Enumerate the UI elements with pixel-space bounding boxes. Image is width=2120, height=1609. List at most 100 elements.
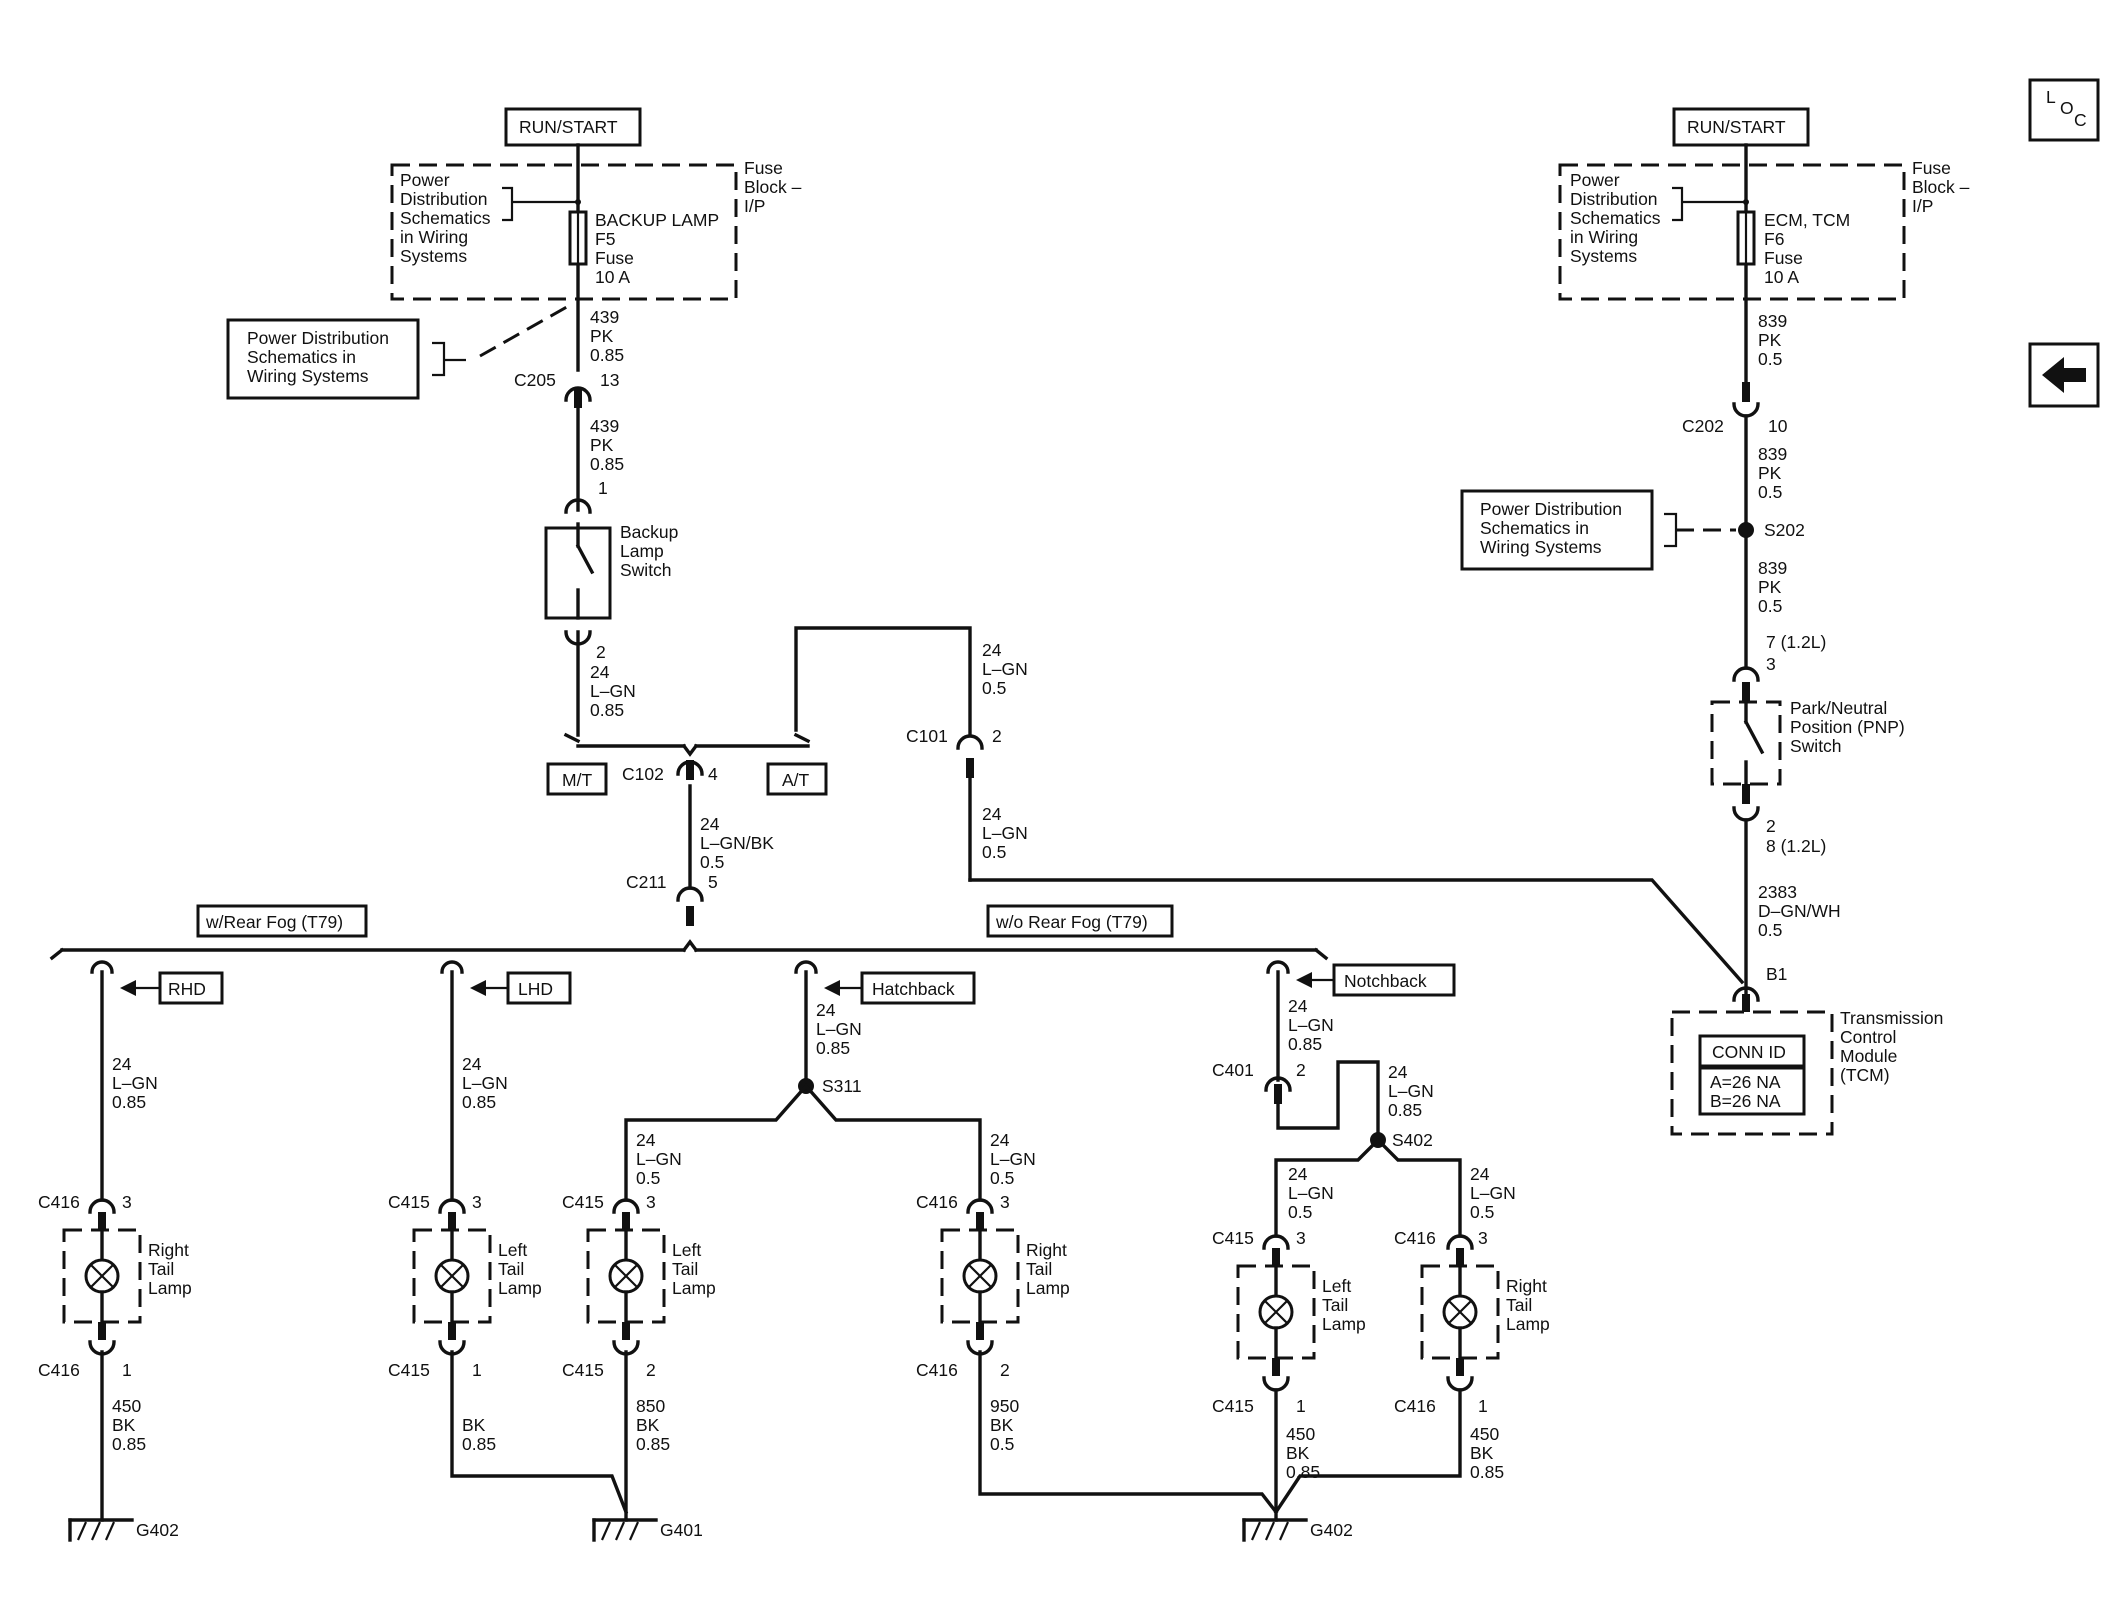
svg-text:BK: BK bbox=[990, 1415, 1014, 1435]
tail-lamp-label: Right bbox=[1506, 1276, 1547, 1296]
svg-text:5: 5 bbox=[708, 872, 718, 892]
svg-text:L–GN: L–GN bbox=[1388, 1081, 1434, 1101]
svg-text:I/P: I/P bbox=[744, 196, 765, 216]
svg-text:Wiring Systems: Wiring Systems bbox=[247, 366, 369, 386]
svg-text:0.85: 0.85 bbox=[636, 1434, 670, 1454]
svg-text:L–GN: L–GN bbox=[982, 823, 1028, 843]
svg-text:PK: PK bbox=[1758, 463, 1782, 483]
svg-text:in Wiring: in Wiring bbox=[1570, 227, 1638, 247]
wire-24-mid-label: 24 L–GN 0.5 bbox=[982, 804, 1028, 862]
wo-rear-fog-box: w/o Rear Fog (T79) bbox=[986, 904, 1174, 938]
svg-text:S402: S402 bbox=[1392, 1130, 1433, 1150]
svg-text:C102: C102 bbox=[622, 764, 664, 784]
svg-text:C416: C416 bbox=[916, 1192, 958, 1212]
fuse-block-right-outline bbox=[1558, 163, 1906, 301]
svg-text:C415: C415 bbox=[562, 1192, 604, 1212]
wire-24-top-label: 24 L–GN 0.5 bbox=[982, 640, 1028, 698]
loc-icon[interactable]: L O C bbox=[2028, 78, 2100, 142]
svg-text:0.85: 0.85 bbox=[1470, 1462, 1504, 1482]
svg-text:BK: BK bbox=[112, 1415, 136, 1435]
wire-439-a-label: 439 PK 0.85 bbox=[590, 307, 624, 365]
svg-text:F5: F5 bbox=[595, 229, 615, 249]
svg-text:2: 2 bbox=[646, 1360, 656, 1380]
wire-2383-label: 2 8 (1.2L) 2383 D–GN/WH 0.5 B1 bbox=[1758, 816, 1841, 984]
tail-lamp-label: Lamp bbox=[148, 1278, 192, 1298]
svg-text:3: 3 bbox=[1000, 1192, 1010, 1212]
svg-text:0.5: 0.5 bbox=[636, 1168, 660, 1188]
svg-text:Block –: Block – bbox=[744, 177, 802, 197]
run-start-right: RUN/START bbox=[1672, 107, 1810, 147]
svg-text:3: 3 bbox=[646, 1192, 656, 1212]
svg-text:G402: G402 bbox=[136, 1520, 179, 1540]
pds-box-left: Power Distribution Schematics in Wiring … bbox=[226, 302, 573, 400]
svg-text:L–GN: L–GN bbox=[1470, 1183, 1516, 1203]
svg-text:0.85: 0.85 bbox=[112, 1434, 146, 1454]
svg-text:B=26 NA: B=26 NA bbox=[1710, 1091, 1781, 1111]
svg-text:D–GN/WH: D–GN/WH bbox=[1758, 901, 1841, 921]
tail-lamp-label: Tail bbox=[498, 1259, 524, 1279]
svg-text:0.85: 0.85 bbox=[462, 1092, 496, 1112]
svg-text:F6: F6 bbox=[1764, 229, 1784, 249]
svg-text:C415: C415 bbox=[388, 1360, 430, 1380]
svg-text:439: 439 bbox=[590, 307, 619, 327]
ground-g402-right: G402 bbox=[1242, 1518, 1353, 1542]
svg-text:G401: G401 bbox=[660, 1520, 703, 1540]
tcm-module: CONN ID A=26 NA B=26 NA Transmission Con… bbox=[1670, 986, 1943, 1136]
svg-text:C415: C415 bbox=[562, 1360, 604, 1380]
wire-839-c-label: 839 PK 0.5 7 (1.2L) 3 bbox=[1758, 558, 1826, 674]
svg-text:Control: Control bbox=[1840, 1027, 1896, 1047]
svg-text:839: 839 bbox=[1758, 311, 1787, 331]
svg-text:0.85: 0.85 bbox=[112, 1092, 146, 1112]
svg-text:0.5: 0.5 bbox=[1470, 1202, 1494, 1222]
svg-text:BK: BK bbox=[462, 1415, 486, 1435]
svg-text:Backup: Backup bbox=[620, 522, 678, 542]
svg-text:0.85: 0.85 bbox=[590, 454, 624, 474]
fuse-f5: BACKUP LAMP F5 Fuse 10 A bbox=[568, 210, 719, 287]
svg-text:2: 2 bbox=[1000, 1360, 1010, 1380]
svg-text:A/T: A/T bbox=[782, 770, 810, 790]
svg-text:24: 24 bbox=[1470, 1164, 1490, 1184]
splice-s202 bbox=[1738, 522, 1754, 538]
svg-text:Lamp: Lamp bbox=[620, 541, 664, 561]
svg-text:Switch: Switch bbox=[620, 560, 672, 580]
svg-text:450: 450 bbox=[1286, 1424, 1315, 1444]
svg-text:C416: C416 bbox=[38, 1360, 80, 1380]
svg-text:24: 24 bbox=[636, 1130, 656, 1150]
svg-text:24: 24 bbox=[982, 804, 1002, 824]
tail-lamp-label: Tail bbox=[148, 1259, 174, 1279]
svg-text:Systems: Systems bbox=[1570, 246, 1637, 266]
svg-text:L–GN: L–GN bbox=[590, 681, 636, 701]
svg-text:RUN/START: RUN/START bbox=[519, 117, 618, 137]
ground-g401: G401 bbox=[592, 1518, 703, 1542]
left-arrow-icon[interactable] bbox=[2028, 342, 2100, 408]
connector-c101: C101 2 bbox=[906, 726, 1002, 778]
svg-text:0.5: 0.5 bbox=[1758, 596, 1782, 616]
svg-text:1: 1 bbox=[122, 1360, 132, 1380]
tail-lamp-label: Lamp bbox=[672, 1278, 716, 1298]
svg-text:0.5: 0.5 bbox=[982, 678, 1006, 698]
fuse-block-left-outline bbox=[390, 163, 738, 301]
svg-text:RHD: RHD bbox=[168, 979, 206, 999]
svg-text:I/P: I/P bbox=[1912, 196, 1933, 216]
svg-text:L: L bbox=[2046, 87, 2056, 107]
svg-text:2: 2 bbox=[992, 726, 1002, 746]
svg-text:w/Rear Fog (T79): w/Rear Fog (T79) bbox=[205, 912, 343, 932]
svg-text:1: 1 bbox=[1296, 1396, 1306, 1416]
backup-lamp-switch: Backup Lamp Switch bbox=[544, 498, 678, 646]
svg-text:0.5: 0.5 bbox=[982, 842, 1006, 862]
svg-text:3: 3 bbox=[122, 1192, 132, 1212]
svg-text:Schematics in: Schematics in bbox=[247, 347, 356, 367]
svg-text:L–GN/BK: L–GN/BK bbox=[700, 833, 774, 853]
svg-text:0.85: 0.85 bbox=[1286, 1462, 1320, 1482]
svg-text:0.85: 0.85 bbox=[1288, 1034, 1322, 1054]
svg-text:L–GN: L–GN bbox=[990, 1149, 1036, 1169]
svg-text:850: 850 bbox=[636, 1396, 665, 1416]
svg-text:0.85: 0.85 bbox=[462, 1434, 496, 1454]
fuse-block-right-label: Fuse Block – I/P bbox=[1912, 158, 1970, 216]
svg-text:PK: PK bbox=[1758, 330, 1782, 350]
tail-lamp-label: Right bbox=[1026, 1240, 1067, 1260]
